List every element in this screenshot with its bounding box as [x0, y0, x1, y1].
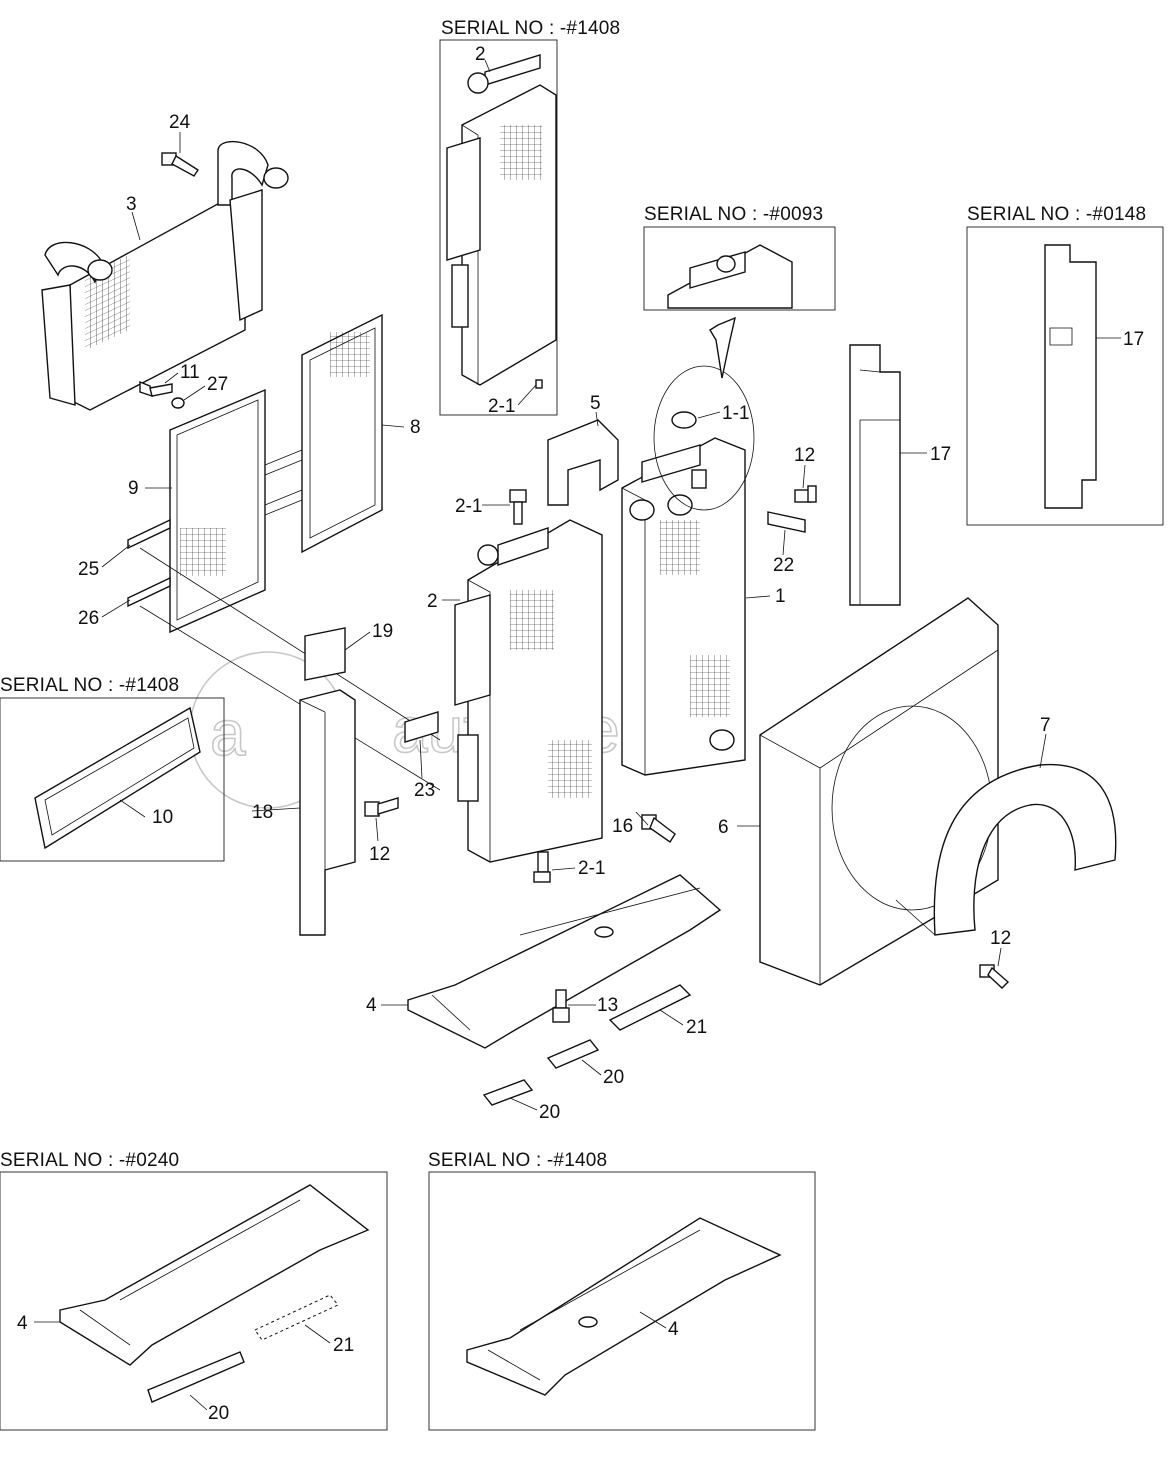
callout: 1-1	[722, 403, 749, 424]
callout: 16	[612, 816, 633, 837]
bracket-part-26	[127, 576, 171, 608]
serial-label: SERIAL NO : -#0148	[967, 204, 1146, 225]
bolt-part-12-lower	[979, 964, 1010, 989]
serial-box-0148	[966, 226, 1164, 526]
bolt-part-12-left	[364, 797, 399, 817]
serial-box-bottom-right	[428, 1171, 816, 1431]
serial-box-left	[0, 697, 225, 862]
callout: 20	[539, 1102, 560, 1123]
bolt-part-2-1-lower	[533, 851, 551, 883]
base-part-4-main	[407, 874, 722, 1049]
callout: 21	[686, 1017, 707, 1038]
callout: 20	[603, 1067, 624, 1088]
bolt-part-13	[552, 989, 570, 1023]
seal-part-19	[304, 627, 346, 681]
callout: 25	[78, 559, 99, 580]
shim-part-20-lower	[482, 1079, 534, 1106]
radiator-part-1	[621, 437, 746, 776]
serial-box-top-center	[439, 39, 558, 416]
callout: 5	[590, 393, 601, 414]
callout: 17	[1123, 329, 1144, 350]
seal-part-18	[299, 689, 356, 936]
seal-part-17-center	[849, 344, 901, 606]
detail-circle-1-1	[653, 365, 755, 511]
callout: 24	[169, 112, 191, 133]
serial-box-0093	[643, 226, 836, 311]
wing-nut-part-11	[139, 380, 173, 398]
serial-label: SERIAL NO : -#0240	[0, 1150, 179, 1171]
callout: 12	[990, 928, 1011, 949]
bolt-part-2-1-upper	[509, 489, 527, 525]
radiator-detail-0093	[667, 244, 793, 309]
serial-label: SERIAL NO : -#1408	[428, 1150, 607, 1171]
callout: 7	[1040, 715, 1051, 736]
radiator-part-2	[454, 519, 603, 863]
callout: 2-1	[488, 396, 515, 417]
callout: 2	[427, 591, 438, 612]
callout: 22	[773, 555, 794, 576]
callout: 19	[372, 621, 393, 642]
callout: 10	[152, 807, 173, 828]
detail-arrow	[709, 316, 736, 379]
washer-part-27	[171, 397, 185, 409]
callout: 2	[475, 44, 486, 65]
bracket-part-22	[767, 511, 806, 533]
callout: 1	[775, 586, 786, 607]
callout: 27	[207, 374, 228, 395]
bolt-part-12-upper	[794, 485, 817, 503]
seal-plate-part-10	[34, 706, 201, 850]
callout: 11	[180, 362, 200, 383]
base-part-4-0240	[59, 1184, 370, 1366]
callout: 4	[366, 995, 377, 1016]
bracket-part-23	[404, 711, 439, 743]
callout: 2-1	[455, 496, 482, 517]
shim-part-20-upper	[546, 1039, 600, 1069]
bracket-part-25	[127, 518, 171, 550]
callout: 17	[930, 444, 951, 465]
shim-part-21	[608, 984, 692, 1031]
serial-label: SERIAL NO : -#1408	[441, 18, 620, 39]
callout: 9	[128, 478, 139, 499]
callout: 6	[718, 817, 729, 838]
bolt-part-24	[161, 152, 199, 177]
serial-label: SERIAL NO : -#0093	[644, 204, 823, 225]
callout: 13	[597, 995, 618, 1016]
radiator-serial-top	[446, 54, 557, 386]
callout: 4	[17, 1313, 28, 1334]
shim-part-21-0240	[254, 1294, 339, 1341]
serial-label: SERIAL NO : -#1408	[0, 675, 179, 696]
svg-text:a: a	[210, 697, 246, 769]
shim-part-20-0240	[147, 1351, 245, 1403]
callout: 26	[78, 608, 99, 629]
screen-part-9	[169, 388, 303, 634]
serial-box-0240	[0, 1171, 388, 1431]
callout: 3	[126, 194, 137, 215]
callout: 20	[208, 1403, 229, 1424]
screen-part-8	[301, 313, 383, 554]
intercooler-part-3	[41, 140, 289, 411]
callout: 12	[794, 445, 815, 466]
callout: 23	[414, 780, 435, 801]
callout: 4	[668, 1319, 679, 1340]
callout: 12	[369, 844, 390, 865]
base-part-4-1408	[466, 1217, 782, 1396]
callout: 2-1	[578, 858, 605, 879]
valve-part-16	[641, 814, 676, 843]
callout: 18	[252, 802, 273, 823]
bolt-part-2-1-top	[535, 379, 543, 389]
callout: 8	[410, 417, 421, 438]
cap-part-1-1	[671, 411, 697, 429]
callout: 21	[333, 1335, 354, 1356]
cover-part-5	[547, 419, 619, 506]
seal-part-17-0148	[1044, 244, 1097, 509]
leader-lines	[34, 59, 1121, 1411]
fan-guard-part-7	[933, 763, 1117, 936]
